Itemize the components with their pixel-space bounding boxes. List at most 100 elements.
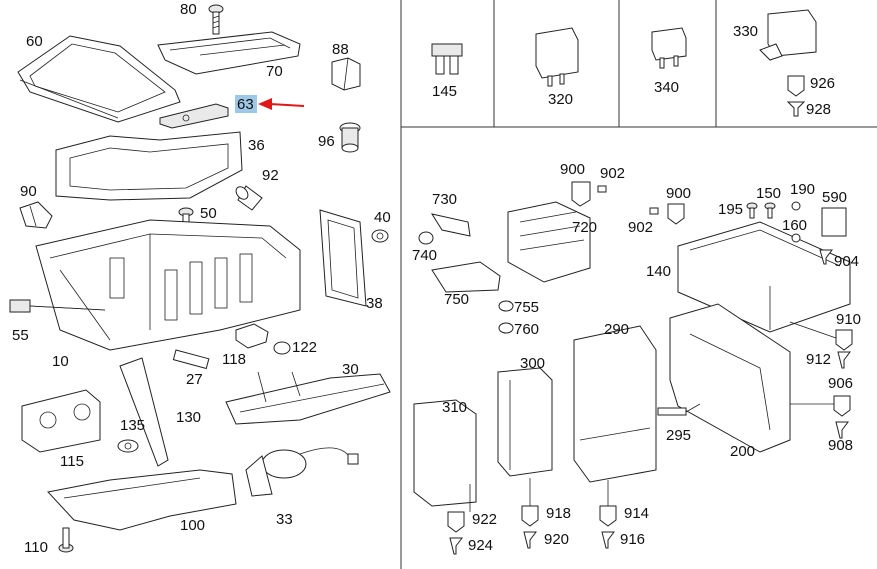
part-118-relay[interactable]	[235, 323, 269, 349]
part-900-relay-a[interactable]	[571, 181, 591, 207]
label-50[interactable]: 50	[200, 205, 217, 222]
label-118[interactable]: 118	[222, 351, 246, 368]
label-590[interactable]: 590	[822, 189, 847, 206]
part-902-terminal-b[interactable]	[649, 207, 659, 215]
part-906-terminal[interactable]	[833, 395, 851, 417]
part-904-terminal[interactable]	[819, 249, 833, 265]
label-750[interactable]: 750	[444, 291, 469, 308]
label-135[interactable]: 135	[120, 417, 145, 434]
part-96-grommet[interactable]	[339, 122, 361, 153]
label-910[interactable]: 910	[836, 311, 861, 328]
part-910-terminal[interactable]	[835, 329, 853, 351]
label-330[interactable]: 330	[733, 23, 758, 40]
label-122[interactable]: 122	[292, 339, 317, 356]
part-730-bracket[interactable]	[430, 213, 471, 237]
label-140[interactable]: 140	[646, 263, 671, 280]
part-760-washer[interactable]	[498, 322, 514, 334]
part-916-terminal[interactable]	[601, 531, 615, 549]
label-760[interactable]: 760	[514, 321, 539, 338]
label-60[interactable]: 60	[26, 33, 43, 50]
part-928-terminal[interactable]	[786, 101, 806, 117]
label-92[interactable]: 92	[262, 167, 279, 184]
part-70-bracket[interactable]	[157, 31, 301, 75]
part-918-terminal[interactable]	[521, 505, 539, 527]
part-100-tray[interactable]	[47, 469, 237, 531]
part-926-terminal[interactable]	[787, 75, 805, 97]
label-902-a[interactable]: 902	[600, 165, 625, 182]
label-320[interactable]: 320	[548, 91, 573, 108]
label-904[interactable]: 904	[834, 253, 859, 270]
part-590-connector[interactable]	[821, 207, 847, 237]
part-80-screw[interactable]	[208, 4, 224, 35]
part-912-terminal[interactable]	[837, 351, 851, 369]
label-918[interactable]: 918	[546, 505, 571, 522]
part-150-screw[interactable]	[764, 202, 776, 219]
label-63[interactable]: 63	[237, 96, 254, 113]
label-36[interactable]: 36	[248, 137, 265, 154]
label-908[interactable]: 908	[828, 437, 853, 454]
part-924-terminal[interactable]	[449, 537, 463, 555]
part-200-sam-unit[interactable]	[669, 303, 791, 453]
label-912[interactable]: 912	[806, 351, 831, 368]
part-902-terminal-a[interactable]	[597, 185, 607, 193]
label-926[interactable]: 926	[810, 75, 835, 92]
part-140-control-module[interactable]	[677, 221, 851, 333]
label-720[interactable]: 720	[572, 219, 597, 236]
label-88[interactable]: 88	[332, 41, 349, 58]
label-730[interactable]: 730	[432, 191, 457, 208]
part-145-fuse[interactable]	[431, 43, 463, 75]
label-755[interactable]: 755	[514, 299, 539, 316]
label-900-a[interactable]: 900	[560, 161, 585, 178]
label-70[interactable]: 70	[266, 63, 283, 80]
label-310[interactable]: 310	[442, 399, 467, 416]
part-914-terminal[interactable]	[599, 505, 617, 527]
part-38-gasket[interactable]	[319, 209, 367, 307]
label-340[interactable]: 340	[654, 79, 679, 96]
label-27[interactable]: 27	[186, 371, 203, 388]
label-160[interactable]: 160	[782, 217, 807, 234]
label-110[interactable]: 110	[24, 539, 48, 556]
label-55[interactable]: 55	[12, 327, 29, 344]
label-10[interactable]: 10	[52, 353, 69, 370]
part-30-channel[interactable]	[225, 371, 391, 425]
part-135-grommet[interactable]	[117, 439, 139, 453]
label-916[interactable]: 916	[620, 531, 645, 548]
part-920-terminal[interactable]	[523, 531, 537, 549]
label-300[interactable]: 300	[520, 355, 545, 372]
label-924[interactable]: 924	[468, 537, 493, 554]
label-100[interactable]: 100	[180, 517, 205, 534]
label-920[interactable]: 920	[544, 531, 569, 548]
label-928[interactable]: 928	[806, 101, 831, 118]
part-290-ecu[interactable]	[573, 325, 657, 483]
part-130-strap[interactable]	[119, 357, 169, 467]
label-200[interactable]: 200	[730, 443, 755, 460]
label-914[interactable]: 914	[624, 505, 649, 522]
part-310-module[interactable]	[413, 399, 477, 507]
part-33-blower[interactable]	[245, 447, 359, 497]
part-92-cylinder[interactable]	[234, 184, 263, 211]
part-300-module[interactable]	[497, 367, 553, 477]
label-145[interactable]: 145	[432, 83, 457, 100]
part-295-bolt[interactable]	[657, 407, 687, 416]
part-60-cover[interactable]	[17, 35, 181, 123]
label-115[interactable]: 115	[60, 453, 84, 470]
part-27-plug[interactable]	[172, 349, 210, 370]
part-88-clip[interactable]	[331, 57, 361, 91]
label-33[interactable]: 33	[276, 511, 293, 528]
label-290[interactable]: 290	[604, 321, 629, 338]
part-740-nut[interactable]	[418, 231, 434, 245]
part-10-housing[interactable]	[35, 219, 301, 351]
label-90[interactable]: 90	[20, 183, 37, 200]
part-320-relay[interactable]	[535, 27, 579, 87]
part-160-nut[interactable]	[791, 233, 801, 243]
part-330-relay[interactable]	[759, 9, 817, 61]
label-190[interactable]: 190	[790, 181, 815, 198]
part-122-nut[interactable]	[273, 341, 291, 355]
part-908-terminal[interactable]	[835, 421, 849, 439]
part-190-cap[interactable]	[791, 201, 801, 211]
label-150[interactable]: 150	[756, 185, 781, 202]
label-295[interactable]: 295	[666, 427, 691, 444]
label-195[interactable]: 195	[718, 201, 743, 218]
part-922-terminal[interactable]	[447, 511, 465, 533]
label-96[interactable]: 96	[318, 133, 335, 150]
